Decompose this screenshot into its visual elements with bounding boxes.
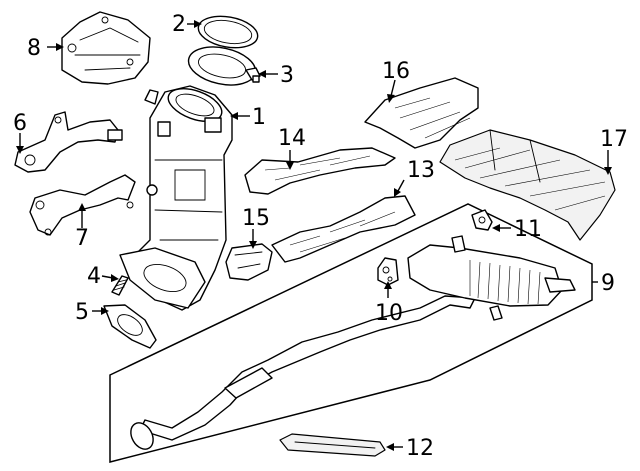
leader-11-arrowhead (492, 224, 500, 232)
callout-7: 7 (75, 226, 89, 251)
stud-part-4 (111, 275, 129, 296)
callout-11: 11 (514, 217, 542, 242)
leader-8-arrowhead (56, 43, 64, 51)
leader-16 (390, 79, 396, 97)
callout-3: 3 (280, 63, 294, 88)
bracket-part-15 (225, 243, 273, 281)
bracket-part-6 (14, 111, 123, 173)
callout-1: 1 (252, 105, 266, 130)
leader-12-arrowhead (386, 443, 394, 451)
hanger-bracket-part-11 (471, 209, 493, 231)
flange-sensor-part-3 (187, 46, 261, 86)
heat-shield-part-16 (364, 77, 479, 149)
callout-14: 14 (278, 126, 306, 151)
leader-6-arrowhead (16, 146, 24, 154)
callout-13: 13 (407, 158, 435, 183)
rubber-hanger-part-10 (377, 257, 399, 286)
callout-4: 4 (87, 264, 101, 289)
leader-13 (397, 179, 405, 192)
leader-2-arrowhead (194, 20, 202, 28)
leader-10-arrowhead (384, 281, 392, 289)
callout-5: 5 (75, 300, 89, 325)
callout-16: 16 (382, 59, 410, 84)
heat-shield-part-13 (271, 195, 416, 263)
floor-shield-part-17 (439, 129, 616, 241)
catalytic-converter-part-1 (119, 85, 233, 311)
callout-labels: 8 2 3 1 6 7 4 5 14 16 17 13 15 11 10 9 1… (13, 12, 628, 461)
leader-1-arrowhead (230, 112, 238, 120)
exhaust-pipe-muffler (130, 235, 576, 450)
callout-15: 15 (242, 206, 270, 231)
callout-2: 2 (172, 12, 186, 37)
callout-9: 9 (601, 271, 615, 296)
leader-5-arrowhead (101, 307, 109, 315)
leader-15-arrowhead (249, 241, 257, 249)
heat-shield-upper-part-8 (61, 11, 151, 85)
gasket-part-5 (103, 304, 157, 349)
leader-17-arrowhead (604, 167, 612, 175)
leader-13-arrowhead (394, 188, 401, 197)
leader-3-arrowhead (258, 70, 266, 78)
leader-16-arrowhead (387, 94, 395, 103)
callout-12: 12 (406, 436, 434, 461)
leader-4-arrowhead (111, 274, 119, 282)
exhaust-group-frame (109, 203, 593, 463)
callout-17: 17 (600, 127, 628, 152)
leader-lines (16, 20, 612, 451)
trim-strip-part-12 (279, 433, 386, 457)
gasket-ring-part-2 (197, 15, 259, 49)
leader-14-arrowhead (286, 162, 294, 170)
leader-7-arrowhead (78, 203, 86, 211)
callout-10: 10 (375, 301, 403, 326)
callout-6: 6 (13, 111, 27, 136)
heat-shield-part-14 (244, 147, 396, 195)
callout-8: 8 (27, 36, 41, 61)
